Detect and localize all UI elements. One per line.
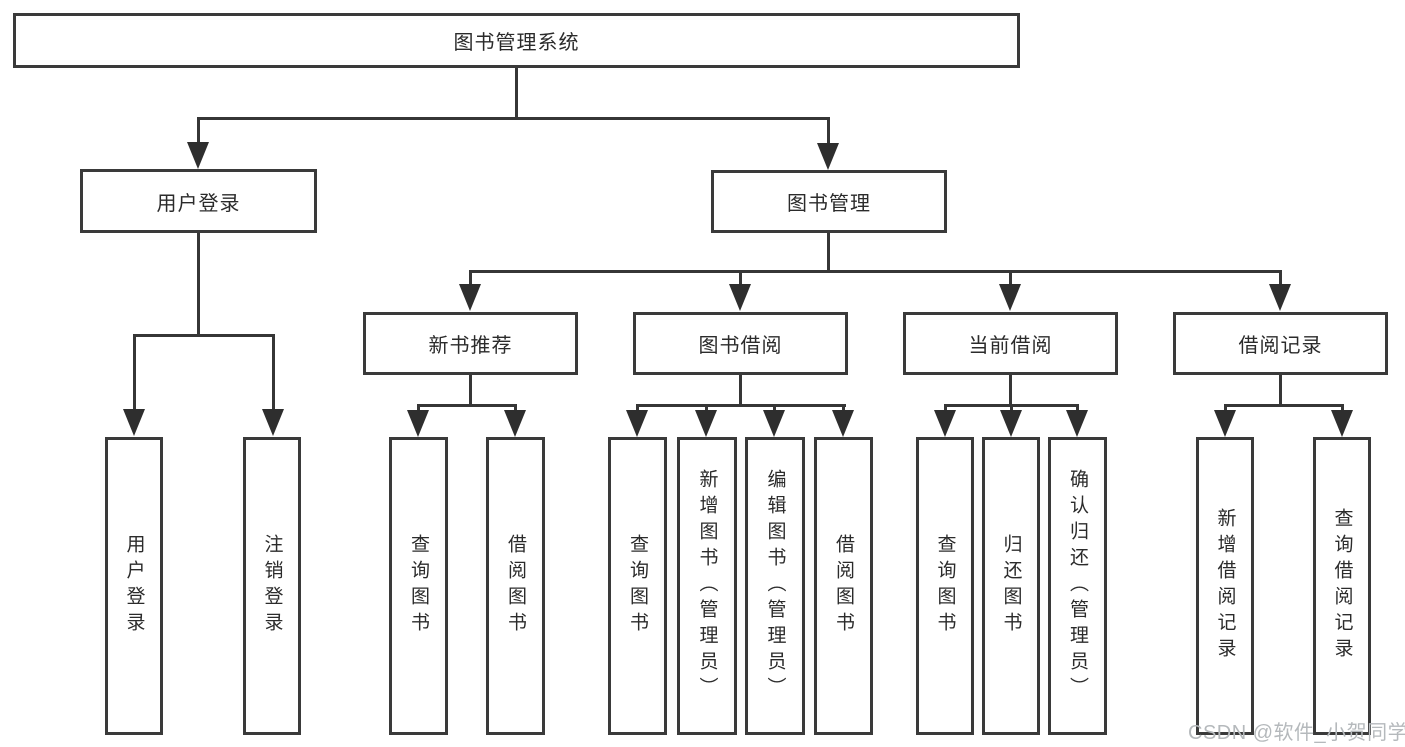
node-current-borrow: 当前借阅 [903, 312, 1118, 375]
leaf-logout-label: 注销登录 [261, 534, 283, 638]
edge-branch [1076, 404, 1079, 414]
node-root: 图书管理系统 [13, 13, 1020, 68]
edge-branch [1341, 404, 1344, 414]
edge-to-leaf-user-login [133, 334, 136, 412]
node-root-label: 图书管理系统 [453, 32, 580, 54]
arrow-down-icon [934, 410, 956, 437]
edge-root-stem [515, 68, 518, 120]
arrow-down-icon [763, 410, 785, 437]
node-borrow-record-label: 借阅记录 [1238, 335, 1323, 357]
leaf-user-login-label: 用户登录 [123, 534, 145, 638]
arrow-down-icon [695, 410, 717, 437]
leaf-newbook-query-books: 查询图书 [389, 437, 448, 735]
arrow-down-icon [262, 409, 284, 436]
leaf-record-query-record-label: 查询借阅记录 [1331, 508, 1353, 664]
edge-to-current-borrow [1009, 270, 1012, 286]
edge-to-borrow-record [1279, 270, 1282, 286]
leaf-newbook-borrow-books-label: 借阅图书 [505, 534, 526, 638]
edge-root-to-user-login [197, 117, 200, 145]
edge-book-borrow-crossbar [636, 404, 846, 407]
edge-branch [636, 404, 639, 414]
edge-new-book-rec-stem [469, 375, 472, 407]
edge-book-mgmt-crossbar [469, 270, 1282, 273]
edge-branch [842, 404, 845, 414]
arrow-down-icon [1331, 410, 1353, 437]
csdn-watermark: CSDN @软件_小贺同学 [1188, 722, 1405, 744]
leaf-current-query-books: 查询图书 [916, 437, 974, 735]
leaf-record-query-record: 查询借阅记录 [1313, 437, 1371, 735]
leaf-record-add-record-label: 新增借阅记录 [1214, 508, 1236, 664]
node-current-borrow-label: 当前借阅 [968, 335, 1053, 357]
edge-branch [514, 404, 517, 414]
leaf-newbook-borrow-books: 借阅图书 [486, 437, 545, 735]
node-book-management-label: 图书管理 [787, 193, 871, 215]
edge-root-crossbar [197, 117, 830, 120]
edge-to-book-borrow [739, 270, 742, 286]
arrow-down-icon [187, 142, 209, 169]
node-new-book-recommend: 新书推荐 [363, 312, 578, 375]
leaf-user-login: 用户登录 [105, 437, 163, 735]
leaf-current-confirm-return-admin: 确认归还（管理员） [1048, 437, 1107, 735]
edge-book-borrow-stem [739, 375, 742, 407]
edge-branch [1010, 404, 1013, 414]
edge-to-new-book-rec [469, 270, 472, 286]
edge-borrow-record-crossbar [1224, 404, 1344, 407]
node-book-borrow: 图书借阅 [633, 312, 848, 375]
node-book-management: 图书管理 [711, 170, 947, 233]
node-book-borrow-label: 图书借阅 [698, 335, 783, 357]
arrow-down-icon [123, 409, 145, 436]
leaf-borrow-edit-books-admin: 编辑图书（管理员） [745, 437, 805, 735]
leaf-current-return-books: 归还图书 [982, 437, 1040, 735]
arrow-down-icon [729, 284, 751, 311]
edge-branch [1224, 404, 1227, 414]
arrow-down-icon [626, 410, 648, 437]
leaf-current-query-books-label: 查询图书 [934, 534, 956, 638]
leaf-record-add-record: 新增借阅记录 [1196, 437, 1254, 735]
arrow-down-icon [407, 410, 429, 437]
arrow-down-icon [504, 410, 526, 437]
arrow-down-icon [999, 284, 1021, 311]
edge-user-login-stem [197, 233, 200, 336]
leaf-newbook-query-books-label: 查询图书 [408, 534, 429, 638]
edge-branch [944, 404, 947, 414]
edge-book-mgmt-stem [827, 233, 830, 272]
arrow-down-icon [832, 410, 854, 437]
edge-current-borrow-stem [1009, 375, 1012, 407]
edge-branch [773, 404, 776, 414]
edge-user-login-crossbar [133, 334, 275, 337]
arrow-down-icon [1214, 410, 1236, 437]
edge-branch [705, 404, 708, 414]
node-new-book-recommend-label: 新书推荐 [428, 335, 513, 357]
edge-branch [417, 404, 420, 414]
arrow-down-icon [459, 284, 481, 311]
leaf-current-confirm-return-admin-label: 确认归还（管理员） [1067, 469, 1088, 703]
edge-root-to-book-mgmt [827, 117, 830, 145]
arrow-down-icon [1269, 284, 1291, 311]
leaf-borrow-borrow-books-label: 借阅图书 [833, 534, 854, 638]
leaf-borrow-query-books-label: 查询图书 [627, 534, 648, 638]
node-user-login-label: 用户登录 [156, 192, 241, 215]
edge-to-leaf-logout [272, 334, 275, 412]
leaf-current-return-books-label: 归还图书 [1000, 534, 1022, 638]
arrow-down-icon [1000, 410, 1022, 437]
node-user-login: 用户登录 [80, 169, 317, 233]
leaf-borrow-edit-books-admin-label: 编辑图书（管理员） [764, 469, 786, 703]
leaf-borrow-add-books-admin-label: 新增图书（管理员） [696, 469, 718, 703]
leaf-borrow-add-books-admin: 新增图书（管理员） [677, 437, 737, 735]
edge-new-book-rec-crossbar [417, 404, 517, 407]
arrow-down-icon [817, 143, 839, 170]
arrow-down-icon [1066, 410, 1088, 437]
edge-borrow-record-stem [1279, 375, 1282, 407]
node-borrow-record: 借阅记录 [1173, 312, 1388, 375]
leaf-logout: 注销登录 [243, 437, 301, 735]
leaf-borrow-borrow-books: 借阅图书 [814, 437, 873, 735]
leaf-borrow-query-books: 查询图书 [608, 437, 667, 735]
